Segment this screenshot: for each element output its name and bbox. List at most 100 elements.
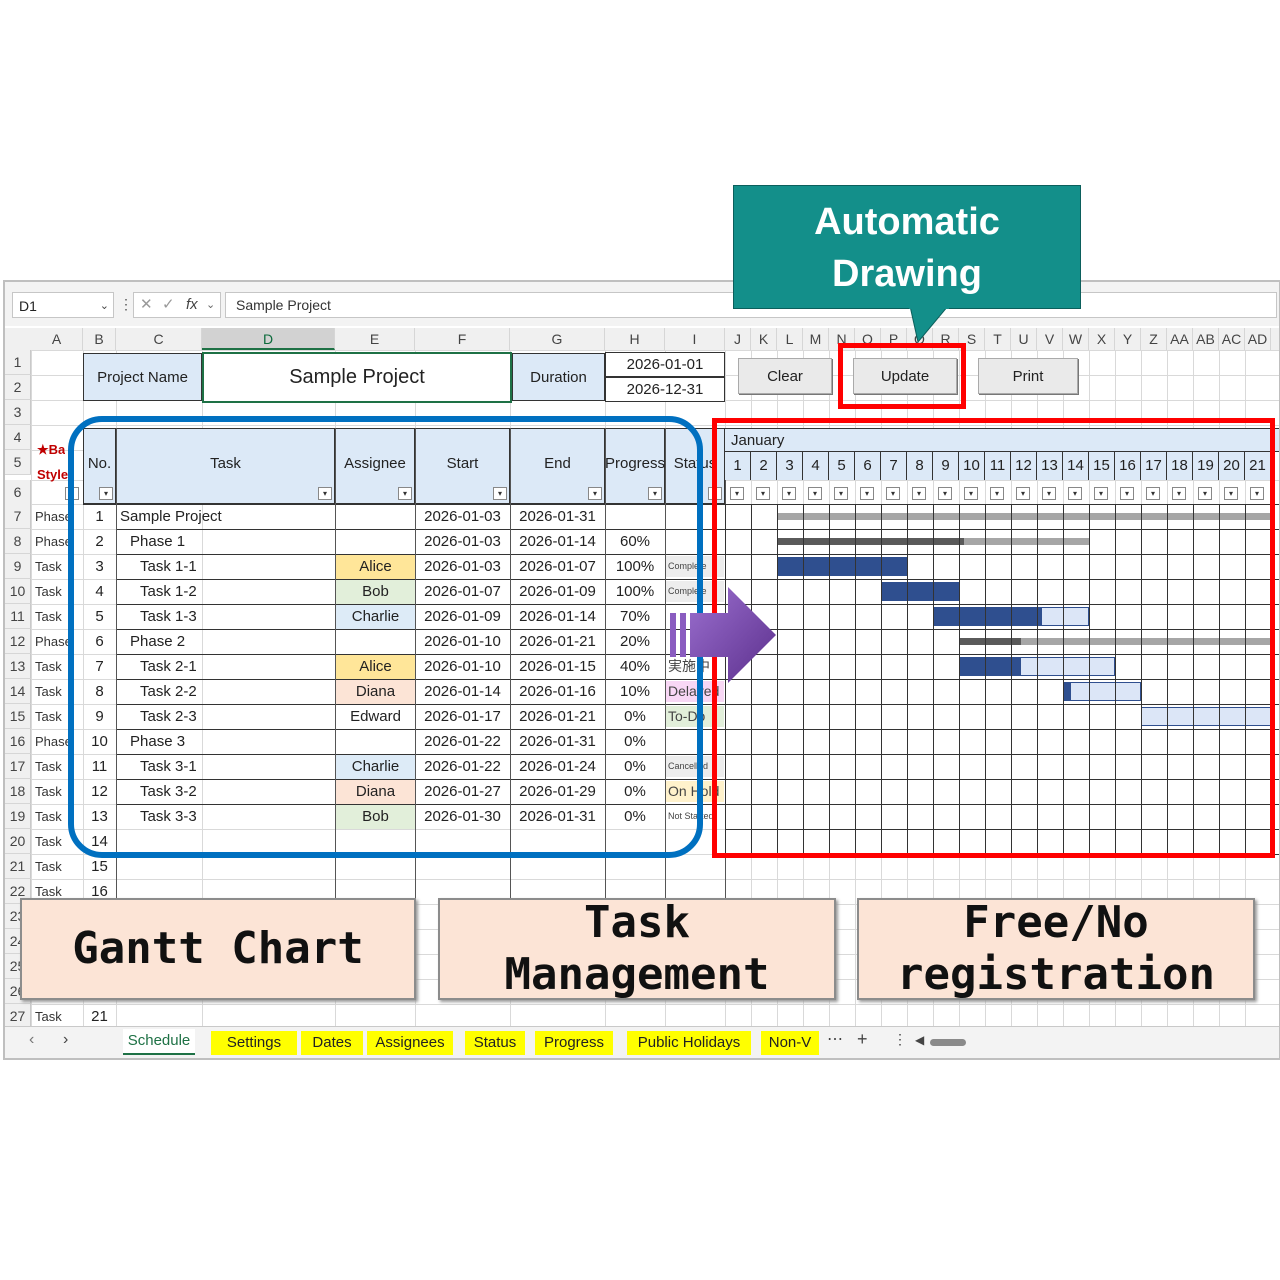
prev-sheet-icon[interactable]: ‹ (29, 1031, 35, 1048)
filter-dropdown-icon[interactable]: ▾ (1250, 487, 1264, 500)
status-cell[interactable]: To-Do (666, 706, 724, 727)
start-date[interactable]: 2026-01-10 (424, 633, 501, 650)
column-header-x[interactable]: X (1089, 328, 1115, 350)
filter-dropdown-icon[interactable]: ▾ (1094, 487, 1108, 500)
status-cell[interactable]: Delayed (666, 681, 724, 702)
sheet-tab-dates[interactable]: Dates (301, 1031, 363, 1055)
column-header-o[interactable]: O (855, 328, 881, 350)
row-header-8[interactable]: 8 (5, 529, 31, 554)
start-date[interactable]: 2026-01-03 (424, 508, 501, 525)
end-date[interactable]: 2026-01-31 (519, 808, 596, 825)
row-header-5[interactable]: 5 (5, 450, 31, 475)
task-name[interactable]: Task 3-1 (140, 758, 197, 775)
confirm-icon[interactable]: ✓ (162, 296, 175, 313)
column-header-e[interactable]: E (335, 328, 415, 350)
end-date[interactable]: 2026-01-29 (519, 783, 596, 800)
start-date[interactable]: 2026-01-03 (424, 558, 501, 575)
assignee-cell[interactable]: Bob (336, 805, 415, 829)
row-header-13[interactable]: 13 (5, 654, 31, 679)
update-button[interactable]: Update (853, 358, 957, 394)
task-name[interactable]: Phase 1 (130, 533, 186, 550)
filter-dropdown-icon[interactable]: ▾ (1120, 487, 1134, 500)
row-header-6[interactable]: 6 (5, 480, 31, 505)
start-date[interactable]: 2026-01-22 (424, 733, 501, 750)
row-header-17[interactable]: 17 (5, 754, 31, 779)
row-header-9[interactable]: 9 (5, 554, 31, 579)
task-name[interactable]: Task 2-3 (140, 708, 197, 725)
assignee-cell[interactable]: Charlie (336, 755, 415, 779)
sheet-tab-schedule[interactable]: Schedule (123, 1029, 195, 1055)
progress-cell[interactable]: 100% (615, 583, 655, 600)
project-name-value[interactable]: Sample Project (202, 352, 512, 403)
row-header-12[interactable]: 12 (5, 629, 31, 654)
row-header-19[interactable]: 19 (5, 804, 31, 829)
duration-end[interactable]: 2026-12-31 (605, 377, 725, 402)
row-header-15[interactable]: 15 (5, 704, 31, 729)
end-date[interactable]: 2026-01-21 (519, 633, 596, 650)
filter-dropdown-icon[interactable]: ▾ (730, 487, 744, 500)
column-header-s[interactable]: S (959, 328, 985, 350)
filter-dropdown-icon[interactable]: ▾ (834, 487, 848, 500)
row-header-21[interactable]: 21 (5, 854, 31, 879)
filter-dropdown-icon[interactable]: ▾ (964, 487, 978, 500)
sheet-tab-settings[interactable]: Settings (211, 1031, 297, 1055)
column-header-k[interactable]: K (751, 328, 777, 350)
status-cell[interactable]: Complete (666, 581, 724, 602)
column-header-v[interactable]: V (1037, 328, 1063, 350)
row-header-2[interactable]: 2 (5, 375, 31, 400)
task-name[interactable]: Task 1-3 (140, 608, 197, 625)
column-header-c[interactable]: C (116, 328, 202, 350)
progress-cell[interactable]: 40% (619, 658, 651, 675)
column-header-y[interactable]: Y (1115, 328, 1141, 350)
scroll-left-icon[interactable]: ◀ (915, 1033, 925, 1047)
horizontal-scrollbar[interactable] (930, 1039, 966, 1046)
start-date[interactable]: 2026-01-10 (424, 658, 501, 675)
end-date[interactable]: 2026-01-31 (519, 508, 596, 525)
column-header-ad[interactable]: AD (1245, 328, 1271, 350)
filter-dropdown-icon[interactable]: ▾ (1224, 487, 1238, 500)
end-date[interactable]: 2026-01-21 (519, 708, 596, 725)
row-header-3[interactable]: 3 (5, 400, 31, 425)
column-header-l[interactable]: L (777, 328, 803, 350)
assignee-cell[interactable]: Charlie (336, 605, 415, 629)
name-box[interactable]: D1⌄ (12, 292, 114, 318)
column-header-a[interactable]: A (31, 328, 83, 350)
function-icon[interactable]: fx (186, 296, 198, 313)
add-sheet-icon[interactable]: + (857, 1029, 868, 1049)
progress-cell[interactable]: 100% (615, 558, 655, 575)
filter-dropdown-icon[interactable]: ▾ (886, 487, 900, 500)
filter-dropdown-icon[interactable]: ▾ (990, 487, 1004, 500)
sheet-tab-non-v[interactable]: Non-V (761, 1031, 819, 1055)
filter-dropdown-icon[interactable]: ▾ (1016, 487, 1030, 500)
task-name[interactable]: Phase 2 (130, 633, 186, 650)
row-header-20[interactable]: 20 (5, 829, 31, 854)
duration-start[interactable]: 2026-01-01 (605, 352, 725, 377)
row-header-10[interactable]: 10 (5, 579, 31, 604)
options-icon[interactable]: ⋮ (893, 1031, 907, 1047)
progress-cell[interactable]: 60% (619, 533, 651, 550)
filter-dropdown-icon[interactable]: ▾ (1068, 487, 1082, 500)
progress-cell[interactable]: 10% (619, 683, 651, 700)
sheet-tab-progress[interactable]: Progress (535, 1031, 613, 1055)
status-cell[interactable] (666, 856, 724, 877)
chevron-down-icon[interactable]: ⌄ (206, 299, 216, 311)
filter-dropdown-icon[interactable]: ▾ (938, 487, 952, 500)
start-date[interactable]: 2026-01-07 (424, 583, 501, 600)
progress-cell[interactable]: 0% (624, 708, 646, 725)
status-cell[interactable]: Cancelled (666, 756, 724, 777)
assignee-cell[interactable]: Diana (336, 680, 415, 704)
start-date[interactable]: 2026-01-09 (424, 608, 501, 625)
column-header-aa[interactable]: AA (1167, 328, 1193, 350)
task-name[interactable]: Task 3-2 (140, 783, 197, 800)
filter-dropdown-icon[interactable]: ▾ (808, 487, 822, 500)
status-cell[interactable]: On Hold (666, 781, 724, 802)
column-header-u[interactable]: U (1011, 328, 1037, 350)
assignee-cell[interactable]: Bob (336, 580, 415, 604)
filter-dropdown-icon[interactable]: ▾ (756, 487, 770, 500)
end-date[interactable]: 2026-01-16 (519, 683, 596, 700)
column-header-i[interactable]: I (665, 328, 725, 350)
task-name[interactable]: Sample Project (120, 508, 222, 525)
filter-dropdown-icon[interactable]: ▾ (493, 487, 507, 500)
column-header-p[interactable]: P (881, 328, 907, 350)
end-date[interactable]: 2026-01-14 (519, 608, 596, 625)
